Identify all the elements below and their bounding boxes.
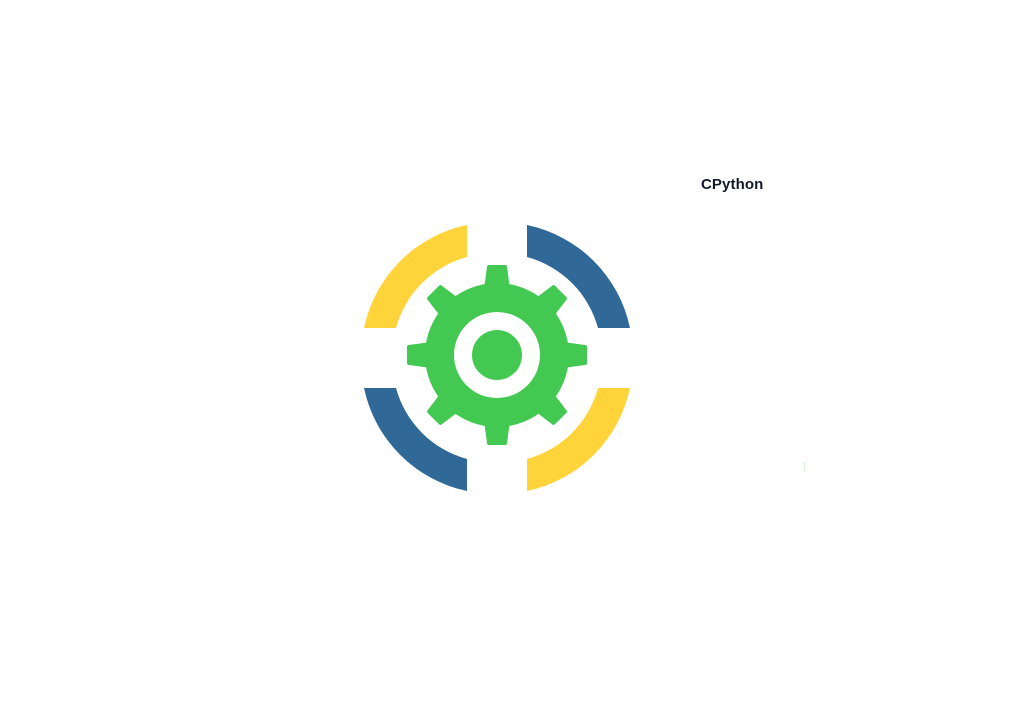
ring-bottom-left	[364, 388, 467, 491]
gear-tooth	[534, 284, 568, 318]
gear-tooth	[534, 392, 568, 426]
gear-tooth	[484, 421, 510, 445]
gear-tooth	[426, 284, 460, 318]
gear-hub	[472, 330, 522, 380]
logo-rings	[364, 225, 630, 491]
gear-tooth	[484, 265, 510, 289]
gear-tooth	[407, 342, 431, 368]
ring-bottom-right	[527, 388, 630, 491]
gear-tooth	[563, 342, 587, 368]
cursor-mark	[804, 462, 805, 471]
cpython-logo	[364, 225, 630, 491]
ring-top-right	[527, 225, 630, 328]
gear-tooth	[426, 392, 460, 426]
ring-top-left	[364, 225, 467, 328]
app-title: CPython	[701, 176, 764, 193]
gear-icon	[407, 265, 587, 445]
